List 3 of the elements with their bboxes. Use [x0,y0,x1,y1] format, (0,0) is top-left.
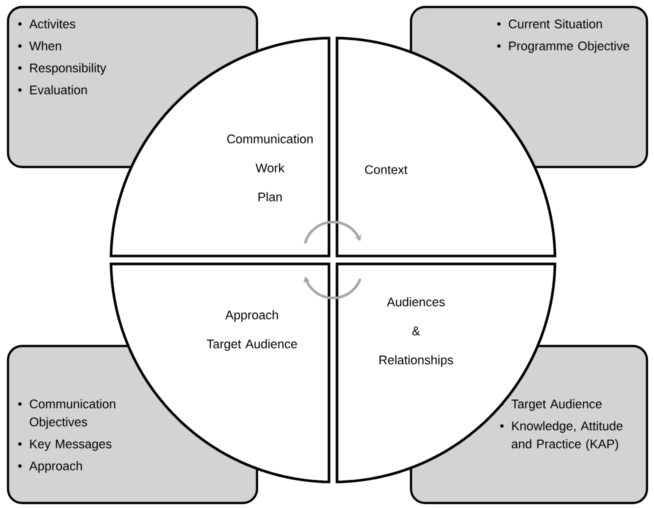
cycle-arrow [304,220,362,244]
quadrant-segment: Communication Work Plan [110,36,330,258]
cycle-arrow [303,276,362,300]
